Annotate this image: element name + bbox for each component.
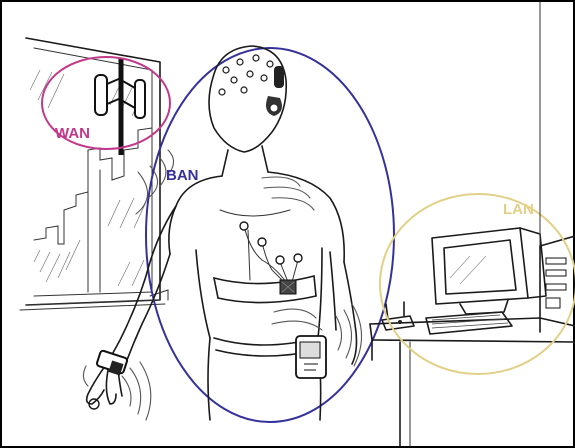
lan-label: LAN [503, 201, 534, 218]
ban-label: BAN [166, 167, 199, 184]
body-hub-device [296, 336, 326, 378]
chest-sensor-unit [280, 280, 296, 294]
wan-label: WAN [55, 125, 90, 142]
